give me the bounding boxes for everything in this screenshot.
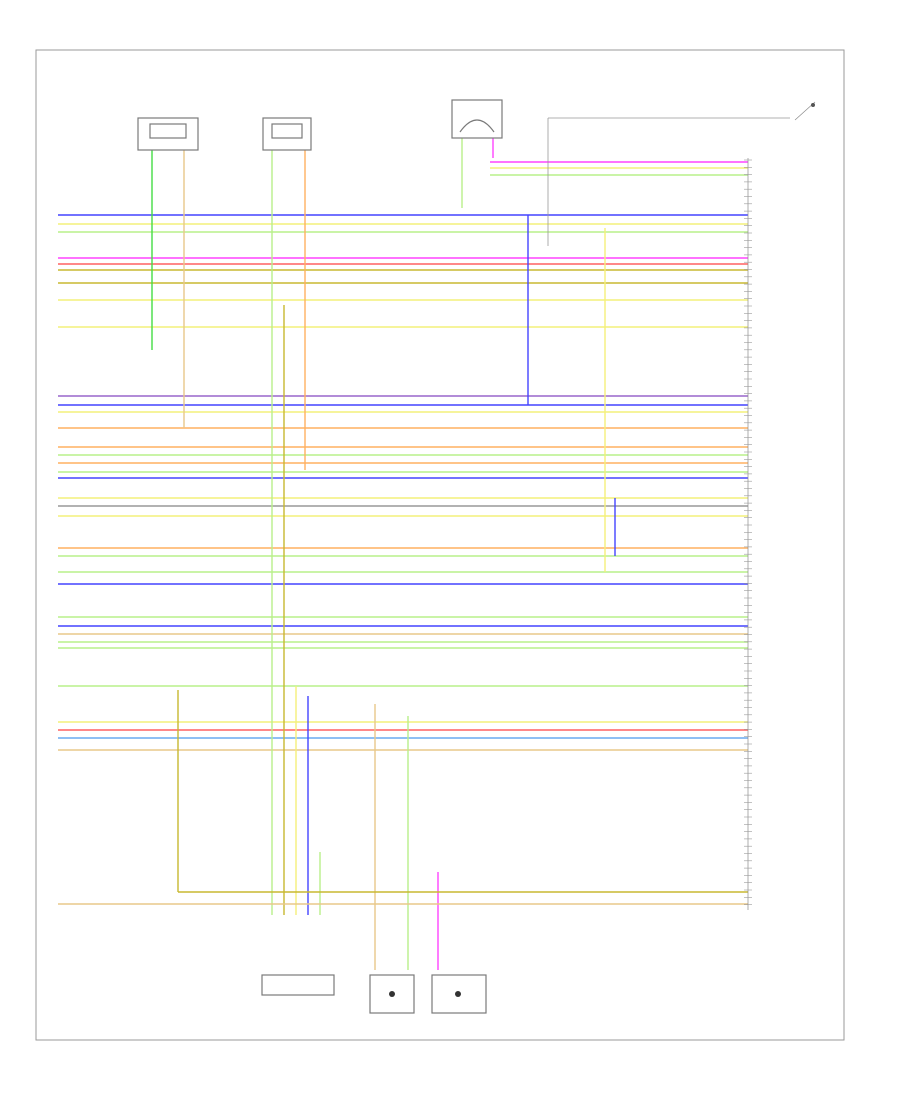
sensor-bottom-multi-body: [261, 974, 335, 996]
sensor-bottom-multi: [261, 974, 335, 996]
switch-top-right: [794, 101, 816, 121]
diagram-frame: [35, 49, 845, 1041]
sensor-top-3: [451, 99, 503, 139]
knock-sensor-1: [369, 974, 415, 1014]
sensor-top-3-dome: [459, 119, 495, 133]
switch-contact-icon: [811, 103, 815, 107]
sensor-top-1-connector: [149, 123, 187, 139]
wire-layer: [58, 117, 790, 970]
sensor-top-2: [262, 117, 312, 151]
sensor-top-3-body: [451, 99, 503, 139]
sensor-top-2-connector: [271, 123, 303, 139]
knock-sensor-1-icon: [389, 991, 395, 997]
pcm-connector: [744, 158, 752, 910]
knock-sensor-2-icon: [455, 991, 461, 997]
pcm-pin-ticks: [744, 159, 752, 905]
sensor-top-1: [137, 117, 199, 151]
knock-sensor-2: [431, 974, 487, 1014]
